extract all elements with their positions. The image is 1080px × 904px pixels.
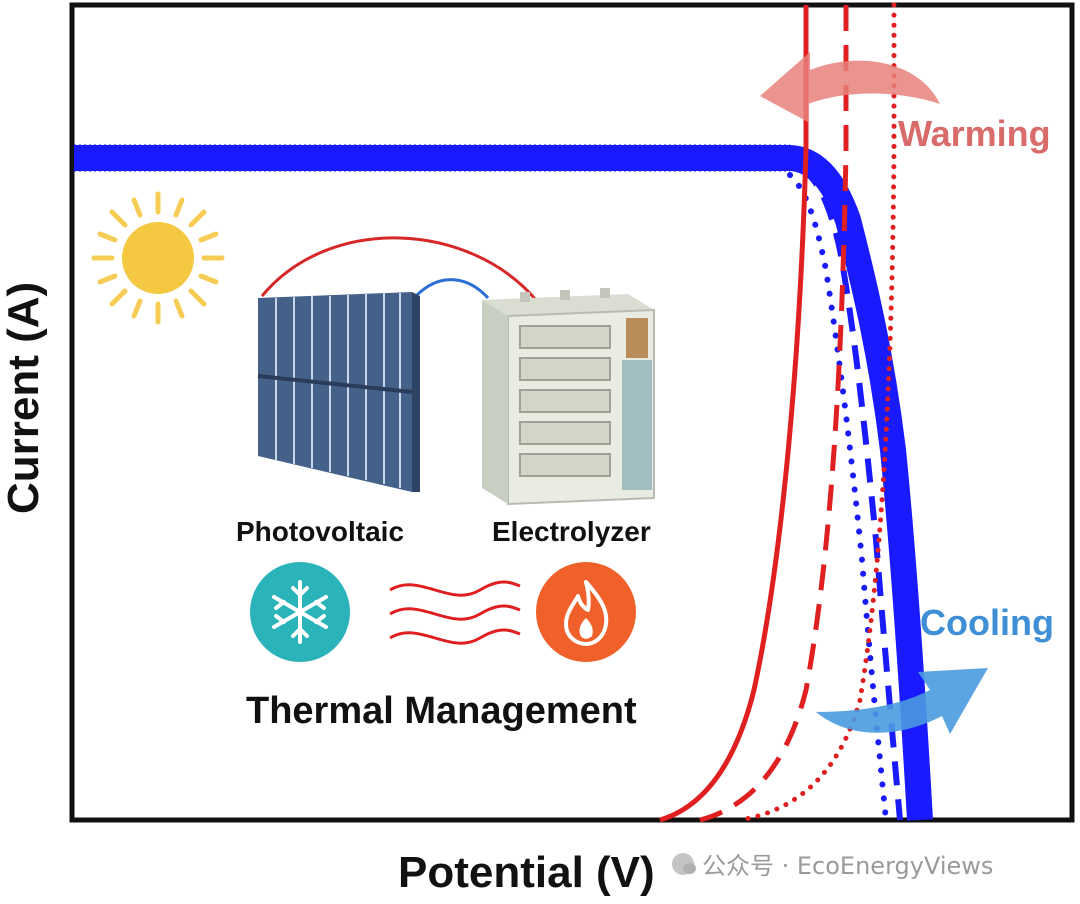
electrolyzer-curve-dotted	[737, 2, 897, 823]
photovoltaic-label: Photovoltaic	[236, 516, 404, 547]
watermark-text: 公众号 · EcoEnergyViews	[702, 852, 994, 880]
pv-iv-curve-texture	[74, 144, 790, 172]
thermal-management-label: Thermal Management	[246, 690, 637, 732]
snowflake-icon	[250, 562, 350, 662]
plot-frame	[69, 2, 1075, 823]
wire-red	[260, 236, 538, 301]
electrolyzer-curve-dashed	[699, 5, 849, 823]
wire-blue	[414, 278, 490, 300]
electrolyzer-curve-solid	[659, 5, 809, 823]
pv-iv-curve-solid	[74, 145, 933, 821]
warming-label: Warming	[898, 113, 1051, 154]
x-axis-label: Potential (V)	[398, 848, 655, 897]
pv-iv-curve-dotted	[787, 172, 889, 823]
y-axis-label: Current (A)	[0, 282, 48, 514]
flame-icon	[536, 562, 636, 662]
wechat-logo-icon	[672, 852, 696, 875]
warming-arrow-icon	[760, 52, 940, 122]
electrolyzer-stack-icon	[482, 288, 655, 506]
watermark: 公众号 · EcoEnergyViews	[672, 846, 993, 881]
sun-icon	[91, 191, 225, 325]
photovoltaic-panel-icon	[257, 292, 420, 492]
cooling-label: Cooling	[920, 602, 1054, 643]
pv-iv-curve-dashed	[798, 165, 903, 821]
cooling-arrow-icon	[816, 668, 988, 734]
heat-waves-icon	[389, 580, 521, 645]
electrolyzer-label: Electrolyzer	[492, 516, 651, 547]
